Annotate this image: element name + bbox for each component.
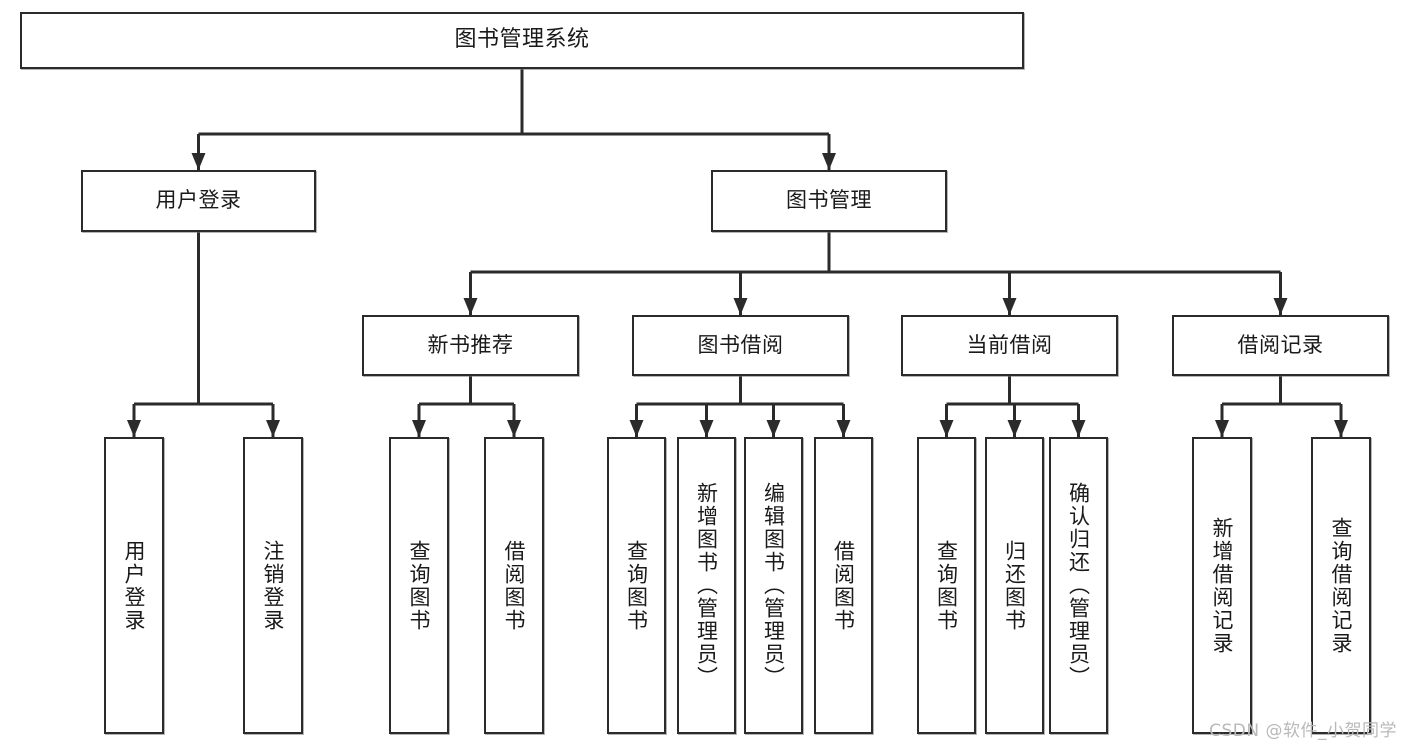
node-leaf-add-record[interactable]: 新增借阅记录 <box>1192 437 1252 734</box>
edge-current-borrow-arrowhead-1 <box>1007 420 1022 437</box>
node-label-borrow-record: 借阅记录 <box>1237 332 1324 357</box>
node-label-user-login: 用户登录 <box>155 188 242 213</box>
node-leaf-query-book-3[interactable]: 查询图书 <box>917 437 976 734</box>
edge-new-book-rec-arrowhead-0 <box>412 420 426 437</box>
node-leaf-user-login[interactable]: 用户登录 <box>104 437 164 734</box>
node-book-manage[interactable]: 图书管理 <box>711 170 947 232</box>
edge-book-manage-arrowhead-3 <box>1273 298 1288 315</box>
edge-borrow-record-arrowhead-0 <box>1215 420 1229 437</box>
node-leaf-logout[interactable]: 注销登录 <box>243 437 303 734</box>
node-leaf-query-book-1[interactable]: 查询图书 <box>389 437 449 734</box>
node-leaf-query-record[interactable]: 查询借阅记录 <box>1311 437 1371 734</box>
node-leaf-query-book-2[interactable]: 查询图书 <box>607 437 666 734</box>
node-label-leaf-confirm-return: 确认归还（管理员） <box>1066 482 1091 689</box>
node-current-borrow[interactable]: 当前借阅 <box>901 315 1118 376</box>
node-label-leaf-logout: 注销登录 <box>261 539 286 632</box>
node-label-leaf-add-record: 新增借阅记录 <box>1210 516 1235 655</box>
node-leaf-return-book[interactable]: 归还图书 <box>985 437 1044 734</box>
edge-current-borrow-arrowhead-0 <box>939 420 954 437</box>
node-label-leaf-query-book-3: 查询图书 <box>934 539 959 632</box>
node-label-leaf-return-book: 归还图书 <box>1002 539 1027 632</box>
edge-root-arrowhead-0 <box>191 153 206 170</box>
edge-new-book-rec-arrowhead-1 <box>507 420 521 437</box>
node-label-leaf-query-book-2: 查询图书 <box>624 539 649 632</box>
edge-book-borrow-arrowhead-0 <box>629 420 644 437</box>
edge-book-borrow-arrowhead-2 <box>766 420 781 437</box>
node-borrow-record[interactable]: 借阅记录 <box>1172 315 1389 376</box>
node-label-leaf-query-record: 查询借阅记录 <box>1329 516 1354 655</box>
node-new-book-rec[interactable]: 新书推荐 <box>362 315 579 376</box>
edge-current-borrow-arrowhead-2 <box>1071 420 1086 437</box>
edge-book-borrow-arrowhead-1 <box>699 420 714 437</box>
edge-root-arrowhead-1 <box>822 153 836 170</box>
node-label-leaf-borrow-book-1: 借阅图书 <box>502 539 527 632</box>
node-label-current-borrow: 当前借阅 <box>966 332 1053 357</box>
edge-borrow-record-arrowhead-1 <box>1334 420 1348 437</box>
edge-user-login-arrowhead-1 <box>266 420 280 437</box>
node-book-borrow[interactable]: 图书借阅 <box>632 315 849 376</box>
node-leaf-edit-book[interactable]: 编辑图书（管理员） <box>744 437 803 734</box>
node-leaf-confirm-return[interactable]: 确认归还（管理员） <box>1049 437 1108 734</box>
edge-book-manage-arrowhead-2 <box>1002 298 1017 315</box>
edge-book-manage-arrowhead-0 <box>463 298 478 315</box>
edge-book-manage-arrowhead-1 <box>733 298 748 315</box>
node-label-book-manage: 图书管理 <box>786 188 872 213</box>
edge-user-login-arrowhead-0 <box>127 420 141 437</box>
node-label-book-borrow: 图书借阅 <box>697 332 784 357</box>
node-label-leaf-edit-book: 编辑图书（管理员） <box>761 482 786 689</box>
watermark: CSDN @软件_小贺同学 <box>1209 721 1397 741</box>
node-user-login[interactable]: 用户登录 <box>81 170 316 232</box>
node-label-leaf-add-book: 新增图书（管理员） <box>694 482 719 689</box>
node-leaf-borrow-book-1[interactable]: 借阅图书 <box>484 437 544 734</box>
node-label-leaf-user-login: 用户登录 <box>122 539 147 632</box>
node-label-leaf-borrow-book-2: 借阅图书 <box>831 539 856 632</box>
edge-book-borrow-arrowhead-3 <box>836 420 851 437</box>
node-leaf-borrow-book-2[interactable]: 借阅图书 <box>814 437 873 734</box>
node-label-new-book-rec: 新书推荐 <box>427 332 514 357</box>
node-root[interactable]: 图书管理系统 <box>20 12 1024 69</box>
node-label-root: 图书管理系统 <box>454 27 590 53</box>
node-label-leaf-query-book-1: 查询图书 <box>407 539 432 632</box>
node-leaf-add-book[interactable]: 新增图书（管理员） <box>677 437 736 734</box>
